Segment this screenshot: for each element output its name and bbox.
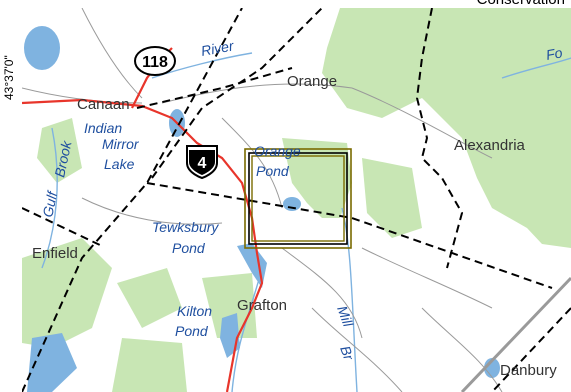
road-3 [351,87,493,159]
forest-areas [22,8,571,392]
road-10 [311,307,403,392]
water-label-orange: Orange [254,143,301,159]
lake-orange-pond [283,197,301,211]
lake-northwest [24,26,60,70]
water-label-mirror: Mirror [102,136,140,152]
forest-south [117,268,182,328]
water-label-mill: Mill [334,304,357,330]
boundary-orange-alexandria [415,8,464,269]
boundary-south [146,182,553,289]
place-enfield: Enfield [32,245,78,262]
forest-west [37,118,82,183]
road-5 [361,247,493,309]
stream-fo [501,57,571,79]
highway-southeast [460,276,571,392]
water-bodies [24,26,500,392]
map-canvas: 118 4 Orange Canaan Alexandria Enfield G… [22,8,571,392]
forest-north [442,8,542,68]
stream-grafton [231,267,263,392]
place-labels: Orange Canaan Alexandria Enfield Grafton… [32,73,557,379]
boundary-danbury [491,307,571,392]
water-label-gulf: Gulf [39,188,60,219]
forest-central [362,158,422,238]
water-label-pond-3: Pond [175,323,209,339]
road-1 [81,8,143,99]
boundary-orange-north [136,67,293,109]
latitude-label: 43°37'0" [2,55,16,100]
water-label-fo: Fo [545,44,564,63]
latitude-margin: 43°37'0" [0,0,22,392]
road-4 [281,247,363,339]
route-4-shield-fill [189,150,215,175]
road-2 [161,83,353,104]
stream-mill-brook [341,207,358,392]
quad-inner [251,155,345,242]
water-label-pond-1: Pond [256,163,290,179]
boundary-enfield [22,207,103,247]
water-label-pond-2: Pond [172,240,206,256]
water-labels: Indian Mirror Lake Orange Pond Tewksbury… [39,37,564,363]
route-118-shield: 118 [134,46,176,76]
top-label-strip: Conservation [22,0,571,9]
stream-gulf-brook [41,127,58,269]
water-label-tewksbury: Tewksbury [152,219,219,235]
water-label-lake: Lake [104,156,135,172]
forest-southwest-2 [112,338,187,392]
place-grafton: Grafton [237,297,287,314]
place-orange: Orange [287,73,337,90]
quad-outer [244,148,352,249]
road-6 [81,197,223,225]
road-8 [221,117,283,209]
water-label-kilton: Kilton [177,303,212,319]
top-label: Conservation [477,0,565,8]
boundary-canaan-orange [151,8,323,179]
local-roads [22,8,503,392]
water-label-indian: Indian [84,120,122,136]
road-7 [421,307,503,392]
forest-kilton [202,273,257,338]
forest-orange-pond [282,138,352,218]
quadrangle-highlight [244,148,352,249]
place-alexandria: Alexandria [454,137,526,154]
boundary-canaan-west [22,8,243,392]
water-label-brook: Brook [51,139,74,179]
forest-northeast [322,8,571,248]
route-118-label: 118 [142,54,168,71]
lake-southwest [27,333,77,392]
water-label-river: River [200,37,236,59]
route-4-shield: 4 [186,145,218,180]
forest-alexandria [482,128,562,183]
town-boundaries [22,8,571,392]
quad-middle [248,152,348,245]
place-canaan: Canaan [77,96,130,113]
route-4-label: 4 [198,155,207,172]
place-danbury: Danbury [500,362,557,379]
route-118-shield-shape [134,46,176,76]
